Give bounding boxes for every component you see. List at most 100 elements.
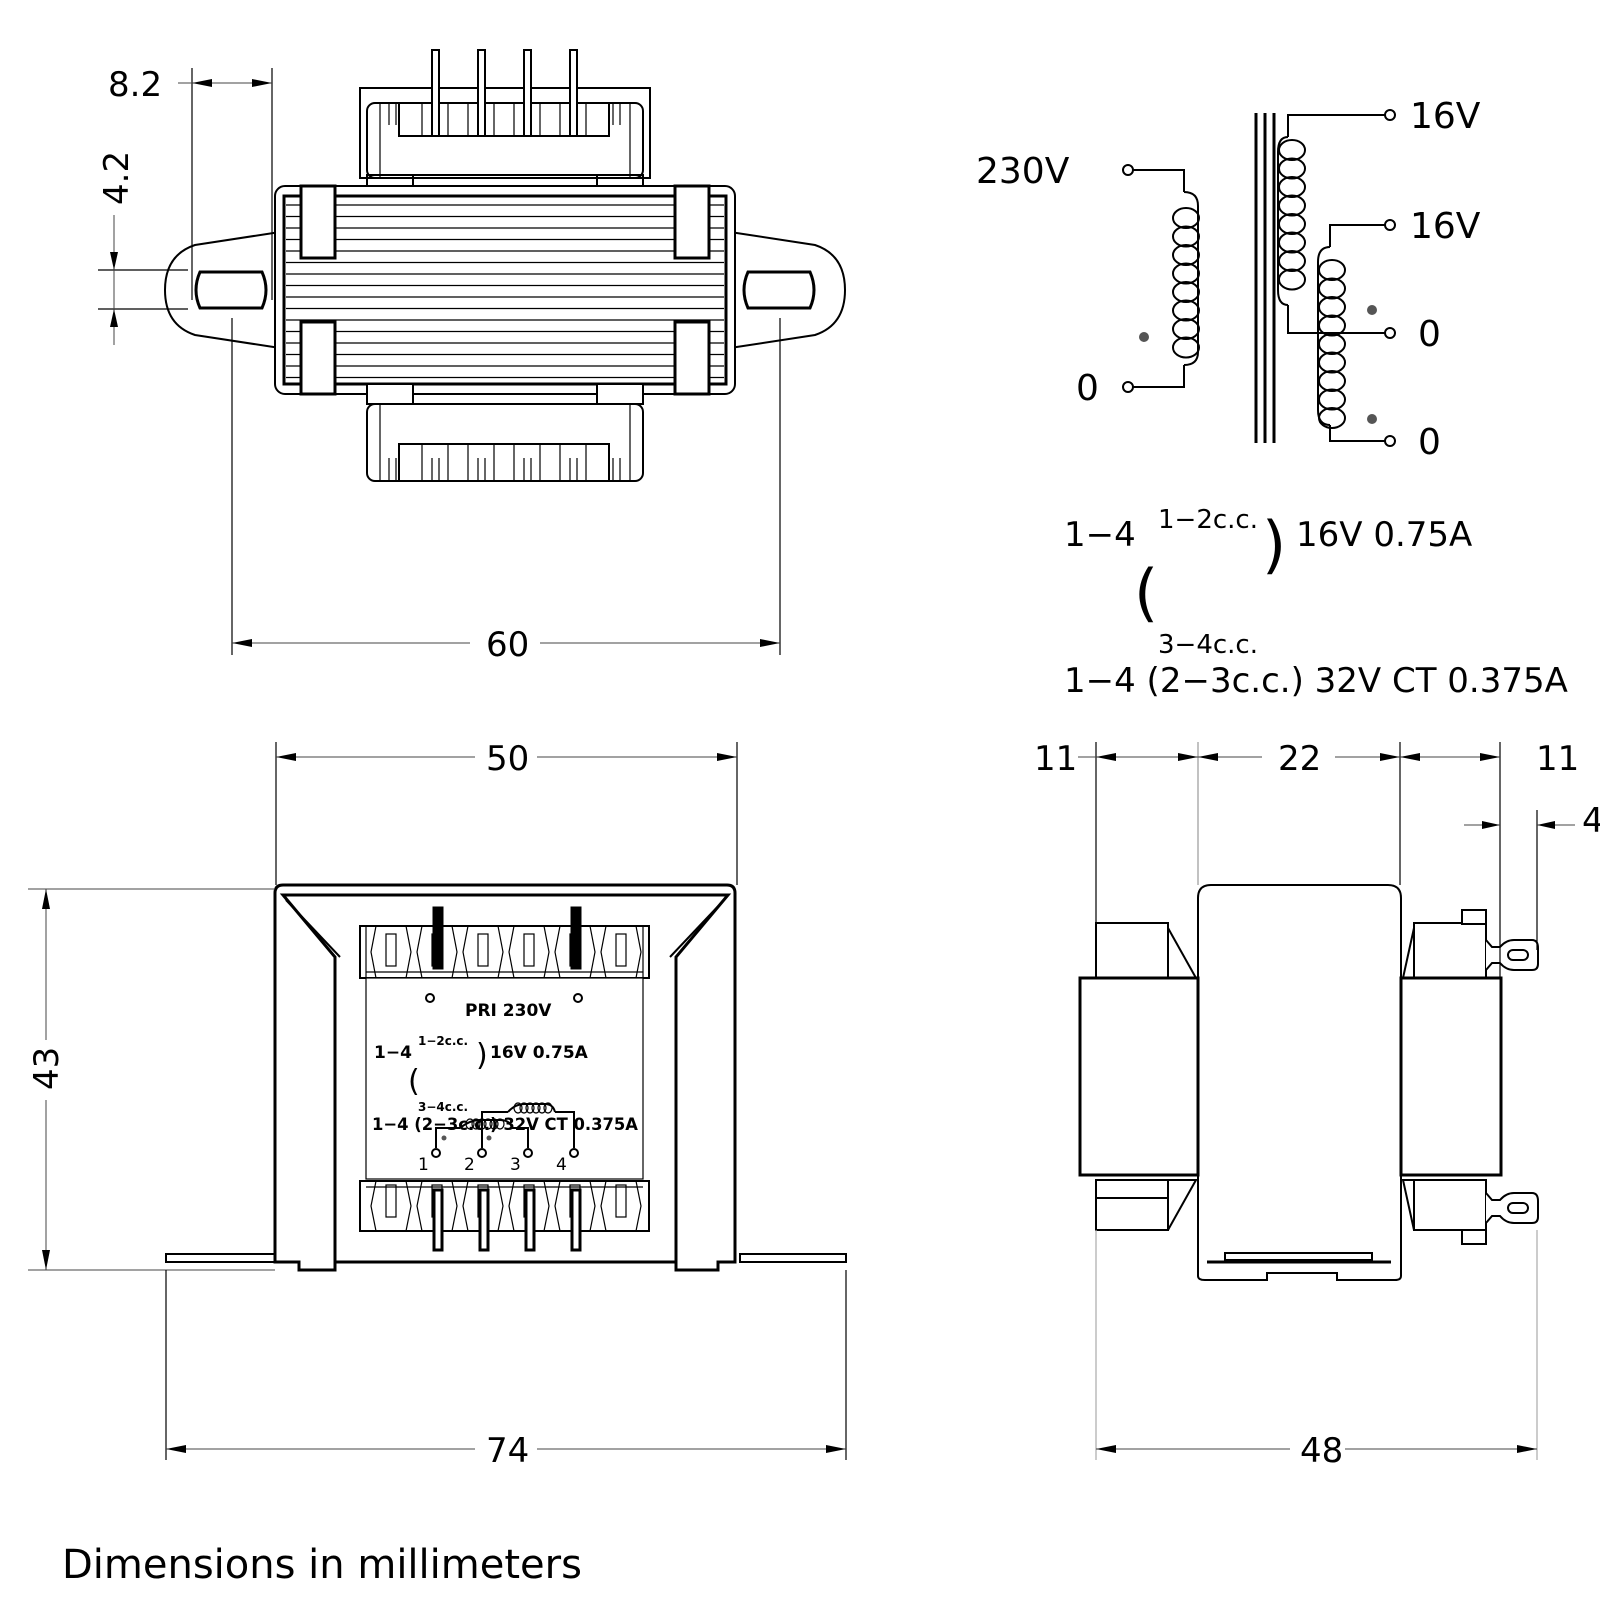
lamination-lines	[286, 204, 724, 379]
bobbin-tooth	[370, 925, 412, 979]
label-paren-open: (	[408, 1064, 420, 1099]
schematic-label-16v-a: 16V	[1410, 96, 1481, 137]
dim-label-43: 43	[27, 1047, 67, 1090]
dim-front-base: 74	[165, 1270, 847, 1471]
bobbin-tooth	[508, 1180, 550, 1232]
side-coil-left	[1078, 922, 1200, 1231]
bobbin-tooth	[600, 1180, 642, 1232]
bobbin-slot	[615, 933, 627, 967]
top-bobbin-lower	[366, 383, 644, 482]
coil-turn	[1278, 213, 1306, 235]
label-primary: PRI 230V	[465, 1001, 552, 1021]
spec-line1-lower: 3−4c.c.	[1158, 630, 1258, 660]
coil-turn	[1278, 250, 1306, 272]
bobbin-tooth	[600, 925, 642, 979]
core-stack	[274, 184, 736, 396]
dim-side-lug: 4	[1464, 801, 1600, 950]
core-lines	[1254, 113, 1276, 443]
label-line1-suffix: 16V 0.75A	[490, 1043, 589, 1063]
mini-coil-turn	[465, 1118, 475, 1130]
spec-paren-close: )	[1262, 508, 1286, 581]
top-bobbin-upper	[359, 49, 651, 196]
spec-line1-upper: 1−2c.c.	[1158, 505, 1258, 535]
schematic-label-0-b: 0	[1418, 422, 1441, 463]
bobbin-slot	[385, 933, 397, 967]
bobbin-slot	[523, 933, 535, 967]
primary-coil-turns	[1172, 207, 1200, 359]
bobbin-tooth	[462, 925, 504, 979]
coil-turn	[1318, 370, 1346, 392]
mini-coil-turn	[519, 1102, 529, 1114]
dim-label-11-left: 11	[1034, 739, 1077, 779]
mount-ear-right	[729, 231, 847, 349]
schematic-label-230v: 230V	[976, 151, 1070, 192]
pin-label-2: 2	[464, 1155, 475, 1175]
coil-turn	[1318, 296, 1346, 318]
dim-label-48: 48	[1300, 1431, 1343, 1471]
coil-turn	[1172, 318, 1200, 340]
side-coil-right	[1399, 909, 1539, 1245]
schematic-label-0-primary: 0	[1076, 368, 1099, 409]
schematic-label-0-a: 0	[1418, 314, 1441, 355]
pin-label-3: 3	[510, 1155, 521, 1175]
coil-turn	[1278, 176, 1306, 198]
mini-coil-turn	[513, 1102, 523, 1114]
bobbin-slot	[385, 1184, 397, 1218]
mini-coil-turn	[477, 1118, 487, 1130]
secondary-2-coil-turns	[1318, 259, 1346, 429]
coil-turn	[1278, 268, 1306, 291]
label-plate: PRI 230V 1−4 ( 1−2c.c. 3−4c.c. ) 16V 0.7…	[365, 977, 644, 1180]
bobbin-tooth	[416, 925, 458, 979]
dim-front-height: 43	[27, 888, 275, 1271]
dim-label-8-2: 8.2	[108, 65, 162, 105]
front-view: PRI 230V 1−4 ( 1−2c.c. 3−4c.c. ) 16V 0.7…	[27, 739, 847, 1471]
pin-label-1: 1	[418, 1155, 429, 1175]
spec-block: 1−4 ( 1−2c.c. 3−4c.c. ) 16V 0.75A 1−4 (2…	[1064, 505, 1568, 701]
dim-label-lug: 4	[1582, 801, 1600, 841]
bobbin-slot	[477, 933, 489, 967]
label-line1-lower: 3−4c.c.	[418, 1100, 468, 1114]
dim-label-60: 60	[486, 625, 529, 665]
spec-line1-suffix: 16V 0.75A	[1296, 515, 1472, 555]
dim-hole-height: 4.2	[97, 151, 188, 345]
coil-turn	[1172, 225, 1200, 248]
bobbin-tooth	[462, 1180, 504, 1232]
bobbin-tooth	[554, 1180, 596, 1232]
secondary-winding-2	[1317, 219, 1396, 447]
label-line1-prefix: 1−4	[374, 1043, 412, 1063]
coil-turn	[1318, 388, 1346, 411]
coil-turn	[1172, 207, 1200, 229]
bobbin-front-top	[359, 906, 650, 979]
coil-turn	[1318, 314, 1346, 337]
mini-coil-turn	[489, 1118, 499, 1130]
mini-coil-turn	[525, 1102, 535, 1114]
dim-mount-span: 60	[231, 318, 781, 665]
solder-lug-lower	[1485, 1192, 1539, 1224]
coil-turn	[1172, 281, 1200, 303]
dim-hole-width: 8.2	[108, 65, 273, 300]
coil-turn	[1278, 139, 1306, 161]
spec-paren-open: (	[1134, 556, 1158, 629]
label-mini-schematic: 1 2 3 4	[418, 1102, 579, 1175]
bobbin-tooth	[416, 1180, 458, 1232]
schematic-label-16v-b: 16V	[1410, 206, 1481, 247]
bobbin-slot	[615, 1184, 627, 1218]
mini-coil-turn	[471, 1118, 481, 1130]
units-note: Dimensions in millimeters	[62, 1542, 582, 1588]
secondary-1-coil-turns	[1278, 139, 1306, 291]
coil-turn	[1172, 244, 1200, 266]
coil-turn	[1278, 231, 1306, 254]
dim-label-74: 74	[486, 1431, 529, 1471]
label-line2: 1−4 (2−3c.c.) 32V CT 0.375A	[372, 1115, 639, 1135]
mini-coil-turns	[465, 1102, 553, 1130]
bobbin-tooth	[508, 925, 550, 979]
solder-lug-upper	[1485, 939, 1539, 971]
dim-front-width: 50	[275, 739, 738, 885]
coil-turn	[1278, 194, 1306, 217]
label-line1-upper: 1−2c.c.	[418, 1034, 468, 1048]
coil-turn	[1172, 299, 1200, 322]
dim-label-4-2: 4.2	[97, 151, 137, 205]
bobbin-front-bottom	[359, 1180, 650, 1252]
coil-turn	[1318, 407, 1346, 429]
